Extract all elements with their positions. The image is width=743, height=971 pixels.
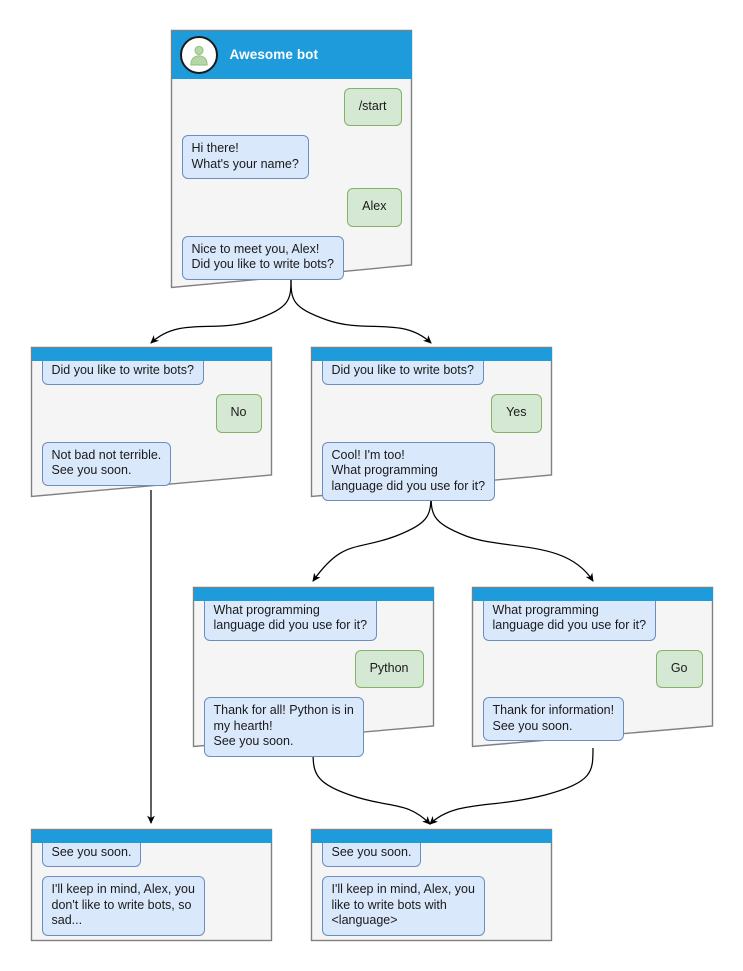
user-message-bubble: Alex — [347, 188, 402, 227]
user-message-bubble: Yes — [491, 394, 542, 433]
node-language-python[interactable]: What programming language did you use fo… — [192, 586, 435, 757]
node-answer-yes-chat: Did you like to write bots? Yes Cool! I'… — [312, 360, 552, 510]
user-message-bubble: No — [215, 394, 262, 433]
message-row: I'll keep in mind, Alex, you like to wri… — [321, 876, 542, 936]
node-answer-no-header — [31, 347, 272, 361]
message-row: Not bad not terrible. See you soon. — [41, 441, 262, 486]
bot-message-bubble: Nice to meet you, Alex! Did you like to … — [181, 235, 344, 280]
message-row: See you soon. — [41, 842, 262, 867]
bot-message-bubble: See you soon. — [321, 842, 422, 867]
node-end-sad[interactable]: See you soon. I'll keep in mind, Alex, y… — [30, 828, 273, 942]
node-answer-yes[interactable]: Did you like to write bots? Yes Cool! I'… — [310, 346, 553, 501]
bot-message-bubble: Did you like to write bots? — [321, 360, 484, 385]
node-end-happy-chat: See you soon. I'll keep in mind, Alex, y… — [312, 842, 552, 944]
node-answer-no-chat: Did you like to write bots? No Not bad n… — [32, 360, 272, 494]
user-message-bubble: Go — [655, 649, 703, 688]
node-end-sad-chat: See you soon. I'll keep in mind, Alex, y… — [32, 842, 272, 944]
node-language-python-header — [193, 587, 434, 601]
bot-title: Awesome bot — [229, 47, 319, 62]
node-language-go-chat: What programming language did you use fo… — [473, 600, 713, 750]
message-row: Did you like to write bots? — [321, 360, 542, 385]
person-avatar-icon — [179, 35, 218, 74]
node-language-go[interactable]: What programming language did you use fo… — [471, 586, 714, 748]
message-row: Yes — [322, 394, 542, 433]
message-row: What programming language did you use fo… — [482, 600, 703, 641]
message-row: What programming language did you use fo… — [203, 600, 424, 641]
bot-message-bubble: Cool! I'm too! What programming language… — [321, 441, 496, 501]
message-row: See you soon. — [321, 842, 542, 867]
message-row: Python — [204, 649, 424, 688]
message-row: No — [42, 394, 262, 433]
message-row: Hi there! What's your name? — [181, 135, 402, 179]
node-language-python-chat: What programming language did you use fo… — [194, 600, 434, 765]
node-start[interactable]: Awesome bot /start Hi there! What's your… — [170, 29, 413, 289]
message-row: /start — [182, 87, 402, 126]
node-start-header: Awesome bot — [171, 30, 412, 79]
user-message-bubble: Python — [354, 649, 424, 688]
node-end-happy-header — [311, 829, 552, 843]
bot-message-bubble: Thank for information! See you soon. — [482, 697, 625, 741]
bot-message-bubble: See you soon. — [41, 842, 142, 867]
message-row: I'll keep in mind, Alex, you don't like … — [41, 876, 262, 936]
message-row: Nice to meet you, Alex! Did you like to … — [181, 235, 402, 280]
edge-go-to-end-happy — [429, 747, 594, 825]
node-language-go-header — [472, 587, 713, 601]
message-row: Did you like to write bots? — [41, 360, 262, 385]
bot-message-bubble: Thank for all! Python is in my hearth! S… — [203, 697, 364, 757]
bot-message-bubble: What programming language did you use fo… — [203, 600, 378, 641]
message-row: Thank for all! Python is in my hearth! S… — [203, 697, 424, 757]
message-row: Go — [483, 649, 703, 688]
node-answer-yes-header — [311, 347, 552, 361]
bot-message-bubble: Did you like to write bots? — [41, 360, 204, 385]
node-end-sad-header — [31, 829, 272, 843]
message-row: Thank for information! See you soon. — [482, 697, 703, 741]
node-end-happy[interactable]: See you soon. I'll keep in mind, Alex, y… — [310, 828, 553, 942]
bot-message-bubble: Not bad not terrible. See you soon. — [41, 441, 172, 486]
node-start-chat: /start Hi there! What's your name? Alex … — [172, 79, 412, 288]
node-answer-no[interactable]: Did you like to write bots? No Not bad n… — [30, 346, 273, 498]
message-row: Cool! I'm too! What programming language… — [321, 441, 542, 501]
bot-message-bubble: I'll keep in mind, Alex, you like to wri… — [321, 876, 485, 936]
user-message-bubble: /start — [343, 87, 402, 126]
bot-message-bubble: What programming language did you use fo… — [482, 600, 657, 641]
bot-message-bubble: Hi there! What's your name? — [181, 135, 309, 179]
bot-message-bubble: I'll keep in mind, Alex, you don't like … — [41, 876, 205, 936]
message-row: Alex — [182, 188, 402, 227]
